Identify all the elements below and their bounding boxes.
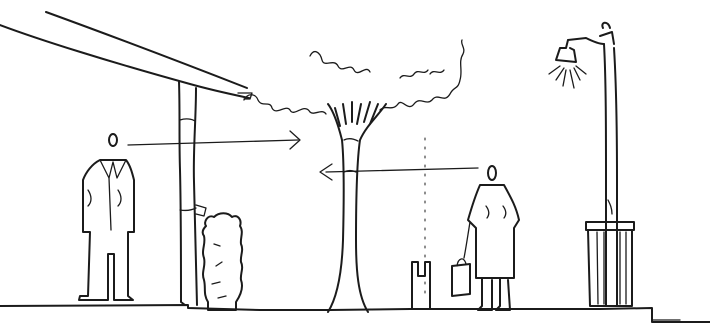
arrow-right <box>128 140 298 145</box>
ground-line <box>0 305 710 322</box>
woman-figure <box>452 166 519 310</box>
tree-canopy <box>244 40 464 114</box>
shrub <box>203 213 242 310</box>
bollard <box>412 262 430 308</box>
man-figure <box>79 134 134 300</box>
roof-canopy <box>0 12 252 99</box>
lamp-base-planter <box>586 222 634 306</box>
street-lamp <box>549 23 617 306</box>
tree <box>328 102 386 312</box>
canopy-column <box>179 82 206 305</box>
